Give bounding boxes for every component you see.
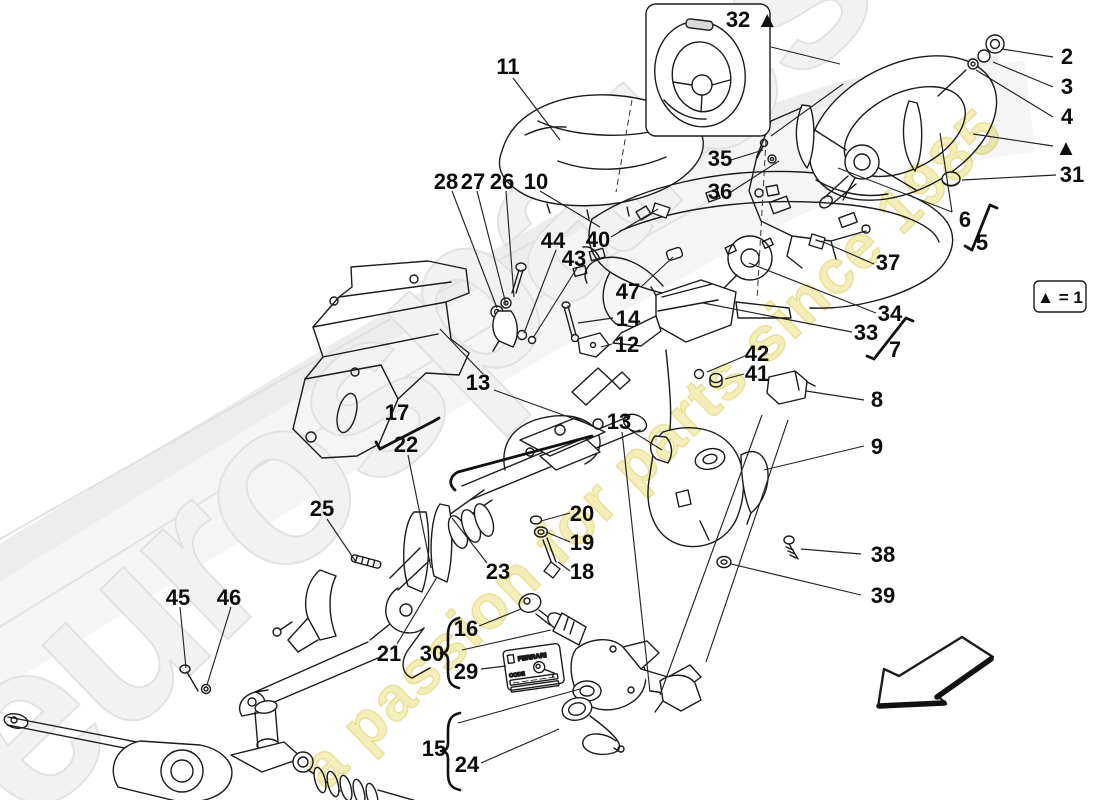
callout-33-13: 33 — [854, 320, 878, 345]
wheel-fasteners — [937, 34, 1005, 187]
card-code-text: CODE — [509, 671, 526, 679]
callout-15-46: 15 — [422, 736, 446, 761]
callout-35-9: 35 — [708, 146, 732, 171]
callout-28-15: 28 — [434, 169, 458, 194]
legend-box: ▲ = 1 — [1033, 280, 1087, 313]
callout-39-45: 39 — [871, 583, 895, 608]
callout-25-33: 25 — [310, 496, 334, 521]
callout-27-16: 27 — [461, 169, 485, 194]
group-brackets — [374, 203, 999, 451]
callout-18-37: 18 — [570, 559, 594, 584]
callout-16-41: 16 — [454, 616, 478, 641]
callout-34-12: 34 — [878, 301, 903, 326]
callout-30-42: 30 — [420, 641, 444, 666]
callout-14-23: 14 — [616, 306, 641, 331]
callout-11-1: 11 — [496, 54, 519, 79]
lower-shroud — [588, 170, 954, 331]
support-bracket — [272, 554, 382, 653]
leader-lines — [179, 48, 1057, 764]
wheel-armature — [748, 107, 871, 269]
callout-38-44: 38 — [871, 542, 895, 567]
callout-36-10: 36 — [708, 179, 732, 204]
callout-44-19: 44 — [541, 228, 566, 253]
callout-29-43: 29 — [454, 659, 478, 684]
direction-arrow — [876, 635, 995, 709]
callout-40-21: 40 — [586, 227, 610, 252]
key-code-card: FERRARI CODE — [502, 642, 565, 693]
callout-17-31: 17 — [385, 400, 409, 425]
callout-6-7: 6 — [959, 207, 971, 232]
callout-31-6: 31 — [1060, 162, 1084, 187]
steering-rack — [3, 700, 416, 800]
clip-32 — [685, 18, 714, 31]
clockspring — [722, 235, 774, 290]
callout-10-18: 10 — [524, 169, 548, 194]
switch-8 — [766, 370, 816, 405]
callout-43-20: 43 — [562, 246, 586, 271]
callout-41-28: 41 — [745, 361, 769, 386]
callout-5-8: 5 — [976, 230, 988, 255]
callout-12-24: 12 — [615, 332, 639, 357]
column-assembly — [441, 367, 648, 531]
callout-8-29: 8 — [871, 387, 883, 412]
panel-fasteners — [716, 535, 799, 569]
inset-box — [645, 3, 771, 137]
callout-9-30: 9 — [871, 434, 883, 459]
callout-3-3: 3 — [1061, 74, 1073, 99]
steering-wheel — [795, 55, 998, 209]
callout-4-4: 4 — [1061, 104, 1074, 129]
callout-26-17: 26 — [490, 169, 514, 194]
intermediate-shaft — [179, 587, 431, 717]
callout-7-14: 7 — [889, 337, 901, 362]
stalk-switch-assembly — [572, 246, 792, 453]
trim-panel — [647, 427, 769, 548]
callout-32-0: 32 ▲ — [726, 7, 778, 32]
callout-45-38: 45 — [166, 585, 190, 610]
callout-42-27: 42 — [745, 341, 769, 366]
frame-bracket — [292, 260, 470, 459]
column-bellows — [389, 503, 495, 593]
callout-2-2: 2 — [1061, 44, 1073, 69]
callout-47-22: 47 — [616, 279, 640, 304]
callout-21-40: 21 — [377, 641, 401, 666]
callout-37-11: 37 — [876, 250, 900, 275]
callout-13-26: 13 — [607, 409, 631, 434]
brace-15 — [439, 711, 462, 792]
brace-30 — [439, 616, 461, 690]
callout-23-36: 23 — [486, 559, 510, 584]
small-parts — [490, 138, 826, 579]
callout-13-25: 13 — [466, 370, 490, 395]
callout-20-34: 20 — [570, 501, 594, 526]
callout--5: ▲ — [1055, 135, 1077, 160]
ignition-lock-group: FERRARI CODE — [502, 593, 702, 756]
legend-text: ▲ = 1 — [1037, 288, 1083, 307]
callout-24-47: 24 — [455, 752, 480, 777]
callout-19-35: 19 — [570, 530, 594, 555]
callout-22-32: 22 — [394, 432, 418, 457]
callout-46-39: 46 — [217, 585, 241, 610]
